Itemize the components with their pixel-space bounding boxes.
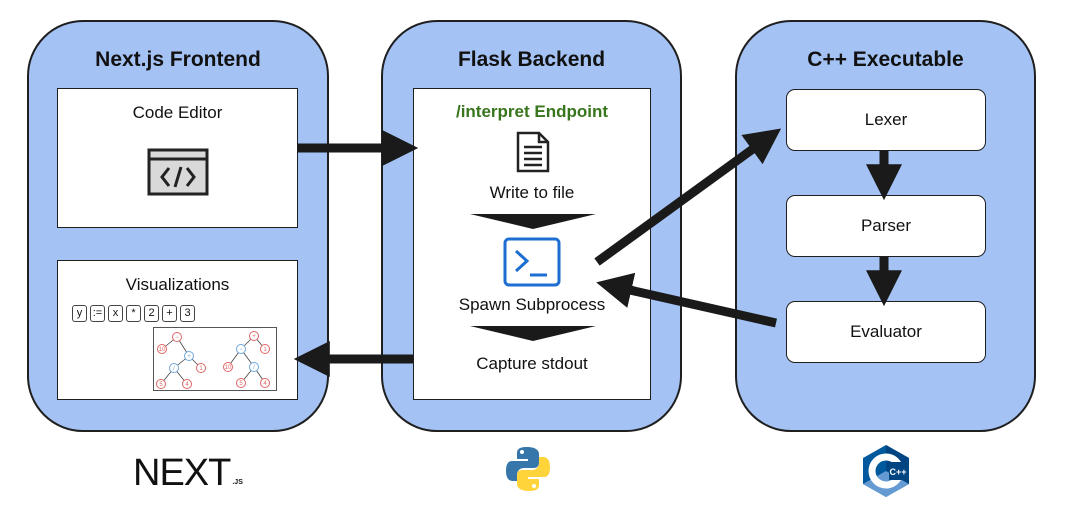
tree-node: 10 xyxy=(225,365,232,371)
arrow-evaluator-to-subprocess xyxy=(596,272,777,328)
nextjs-logo: NEXT.JS xyxy=(133,452,243,495)
token: * xyxy=(126,305,141,322)
tree-node: − xyxy=(175,335,179,341)
tree-node: 5 xyxy=(159,382,163,388)
tree-node: + xyxy=(252,334,256,340)
tree-node: − xyxy=(239,347,243,353)
evaluator-box: Evaluator xyxy=(786,301,986,363)
tree-node: 4 xyxy=(263,381,267,387)
arrow-subprocess-to-lexer xyxy=(594,128,782,266)
tree-node: / xyxy=(173,366,175,372)
tree-node: 5 xyxy=(239,381,243,387)
token: 3 xyxy=(180,305,195,322)
tree-node: 4 xyxy=(185,382,189,388)
visualizations-box: Visualizations y:=x*2+3 − 10 + / 1 5 4 +… xyxy=(57,260,298,400)
down-triangle xyxy=(470,214,596,229)
document-icon xyxy=(516,131,550,173)
code-editor-box: Code Editor xyxy=(57,88,298,228)
tree-node: + xyxy=(187,354,191,360)
parser-box: Parser xyxy=(786,195,986,257)
token: x xyxy=(108,305,123,322)
cpp-title: C++ Executable xyxy=(807,48,964,71)
cpp-logo-text: C++ xyxy=(889,467,906,477)
token-row: y:=x*2+3 xyxy=(72,303,198,322)
down-triangle xyxy=(470,326,596,341)
terminal-icon xyxy=(503,237,561,287)
cpp-logo-icon: C++ xyxy=(863,445,909,497)
token: := xyxy=(90,305,105,322)
endpoint-box: /interpret Endpoint Write to file Spawn … xyxy=(413,88,651,400)
tree-node: 1 xyxy=(263,347,267,353)
capture-stdout-label: Capture stdout xyxy=(476,354,588,373)
spawn-subprocess-label: Spawn Subprocess xyxy=(458,295,606,314)
evaluator-label: Evaluator xyxy=(850,322,922,341)
token: + xyxy=(162,305,177,322)
token: 2 xyxy=(144,305,159,322)
nextjs-logo-suffix: .JS xyxy=(232,479,243,486)
parser-label: Parser xyxy=(860,216,912,235)
tree-node: / xyxy=(253,365,255,371)
backend-title: Flask Backend xyxy=(457,48,606,71)
lexer-box: Lexer xyxy=(786,89,986,151)
nextjs-logo-text: NEXT xyxy=(133,452,231,494)
code-editor-label: Code Editor xyxy=(132,103,223,122)
endpoint-label: /interpret Endpoint xyxy=(455,102,609,121)
code-editor-icon xyxy=(147,148,209,196)
visualizations-label: Visualizations xyxy=(125,275,230,294)
ast-visualization: − 10 + / 1 5 4 + − 1 10 / 5 4 xyxy=(153,327,277,391)
token: y xyxy=(72,305,87,322)
python-logo-icon xyxy=(506,447,550,491)
lexer-label: Lexer xyxy=(864,110,908,129)
write-to-file-label: Write to file xyxy=(489,183,575,202)
tree-node: 10 xyxy=(159,347,166,353)
frontend-title: Next.js Frontend xyxy=(95,48,261,71)
tree-node: 1 xyxy=(199,366,203,372)
